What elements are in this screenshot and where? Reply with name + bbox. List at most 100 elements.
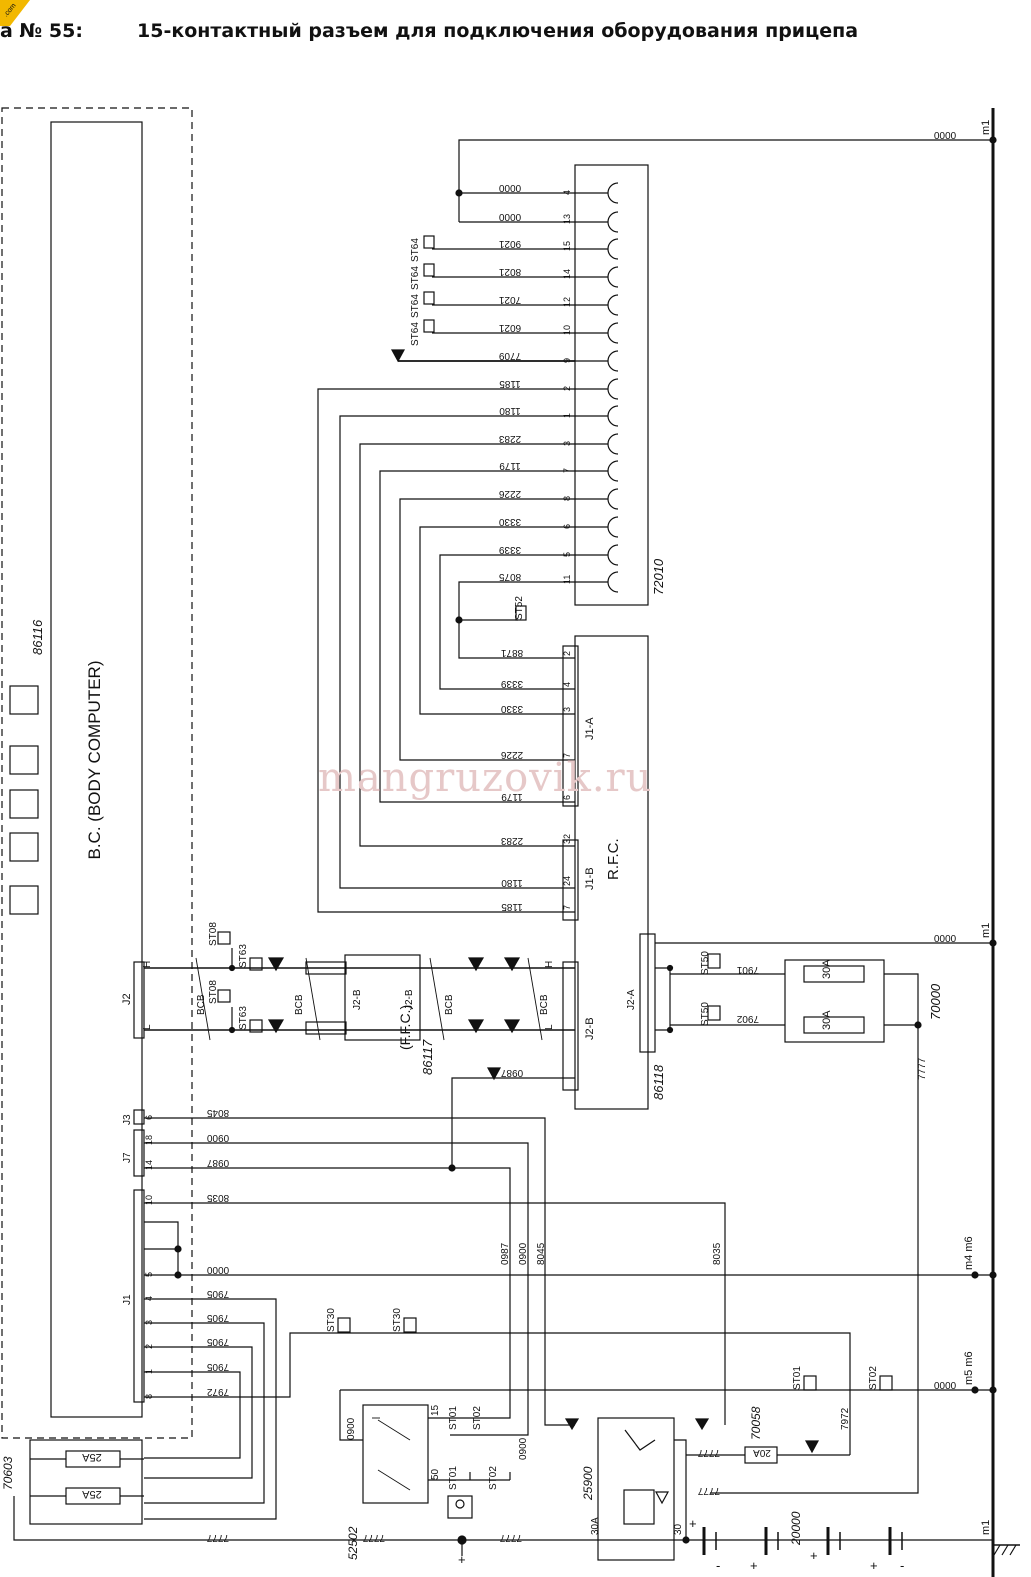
socket-contact <box>607 238 619 260</box>
bc-j1-label: J1 <box>122 1294 133 1305</box>
icon-panel-2 <box>9 745 39 775</box>
trailer-wire-label: 1185 <box>499 378 521 389</box>
figure-number: а № 55: <box>0 20 83 42</box>
rfc-j1a-connector <box>562 645 579 807</box>
icon-panel-1 <box>9 685 39 715</box>
socket-contact <box>607 378 619 400</box>
plus-sign-2: + <box>689 1516 697 1531</box>
relay-pin-30-label: 30 <box>673 1523 684 1535</box>
trailer-wire-label: 1180 <box>499 405 521 416</box>
ffc-j2b-left-label: J2-B <box>352 989 363 1010</box>
bc-j2-connector <box>133 961 145 1039</box>
bc-wire-label: 7905 <box>206 1336 229 1347</box>
socket-contact <box>607 488 619 510</box>
bcb-label-4: BCB <box>539 994 550 1015</box>
plus-sign-4: + <box>810 1548 818 1563</box>
trailer-wire-label: 0000 <box>498 211 521 222</box>
trailer-pin-label: 14 <box>562 269 572 279</box>
st30-label-2: ST30 <box>392 1308 403 1332</box>
rfc-box <box>574 635 649 1110</box>
bc-pin-label: 3 <box>144 1320 154 1325</box>
bc-pin-label: 14 <box>144 1160 154 1170</box>
bc-j3-label: J3 <box>122 1114 133 1125</box>
socket-contact <box>607 571 619 593</box>
rfc-j1b-pin-label: 7 <box>562 905 572 910</box>
wire-7777-label-2: 7777 <box>206 1532 229 1543</box>
icon-panel-4 <box>9 832 39 862</box>
trailer-wire-label: 2283 <box>498 433 521 444</box>
rfc-j1a-wire-label: 8871 <box>500 647 523 658</box>
trailer-pin-label: 3 <box>562 441 572 446</box>
fuse-25a-2-label: 25A <box>82 1488 102 1500</box>
rfc-j1a-wire-label: 1179 <box>501 791 523 802</box>
bc-j3-connector <box>133 1109 145 1125</box>
socket-contact <box>607 322 619 344</box>
socket-contact <box>607 182 619 204</box>
relay-pin-30a-label: 30A <box>590 1517 601 1535</box>
ignition-key-icon <box>447 1495 473 1519</box>
socket-contact <box>607 460 619 482</box>
wire-7777-label-4: 7777 <box>499 1532 522 1543</box>
wire-8045-vertical: 8045 <box>536 1242 547 1265</box>
fuse-30a-1-label: 30A <box>821 959 833 979</box>
ground-label-3: m4 m6 <box>963 1236 975 1270</box>
ground-wire-label: 0000 <box>933 932 956 943</box>
bc-wire-label: 0900 <box>206 1132 229 1143</box>
ignition-switch-box <box>362 1404 429 1504</box>
watermark: mangruzovik.ru <box>318 755 653 801</box>
st63-label-2: ST63 <box>238 1006 249 1030</box>
ground-label-5: m1 <box>980 1520 992 1535</box>
l-label-2: L <box>544 1024 555 1030</box>
bc-j1-connector <box>133 1189 145 1403</box>
bcb-label-1: BCB <box>196 994 207 1015</box>
ffc-label: (F.F.C.) <box>397 1005 413 1050</box>
fuse-20a-label: 20A <box>753 1447 771 1458</box>
relay-code: 25900 <box>581 1466 595 1501</box>
bc-pin-label: 2 <box>144 1344 154 1349</box>
body-computer-code: 86116 <box>30 619 45 655</box>
battery-code: 20000 <box>789 1511 803 1546</box>
fuse-30a-1 <box>803 965 865 983</box>
trailer-pin-label: 10 <box>562 325 572 335</box>
trailer-pin-label: 15 <box>562 241 572 251</box>
trailer-wire-label: 0000 <box>498 182 521 193</box>
fuse-single-code: 70058 <box>749 1406 763 1440</box>
socket-contact <box>607 405 619 427</box>
switch-pin-15-label: 15 <box>430 1404 441 1416</box>
trailer-wire-label: 3339 <box>498 544 521 555</box>
st02-label-1: ST02 <box>868 1366 879 1390</box>
bc-wire-label: 0987 <box>206 1157 229 1168</box>
trailer-pin-label: 13 <box>562 214 572 224</box>
trailer-wire-label: 9021 <box>498 238 521 249</box>
ground-wire-label: 0000 <box>933 1379 956 1390</box>
fuse-25a-1-label: 25A <box>82 1451 102 1463</box>
wire-0900-vertical: 0900 <box>518 1242 529 1265</box>
ffc-box <box>344 954 421 1041</box>
socket-contact <box>607 516 619 538</box>
body-computer-box <box>50 121 143 1418</box>
body-computer-label: B.C. (BODY COMPUTER) <box>85 661 104 860</box>
st50-label-1: ST50 <box>700 951 711 975</box>
wire-7902-label: 7902 <box>736 1013 759 1024</box>
st08-label-2: ST08 <box>208 980 219 1004</box>
bc-wire-label: 7905 <box>206 1312 229 1323</box>
bc-fuse-box-code: 70603 <box>1 1456 15 1490</box>
l-label-1: L <box>142 1024 153 1030</box>
rfc-code: 86118 <box>651 1064 666 1100</box>
st64-label-2: ST64 <box>410 266 421 290</box>
wire-7777-label-1: 7777 <box>917 1057 928 1080</box>
ignition-switch-code: 52502 <box>346 1526 360 1560</box>
ground-wire-label: 0000 <box>933 129 956 140</box>
switch-pin-50-label: 50 <box>430 1468 441 1480</box>
bc-wire-label: 7972 <box>206 1386 229 1397</box>
socket-contact <box>607 294 619 316</box>
st01-label-1: ST01 <box>792 1366 803 1390</box>
st64-label-1: ST64 <box>410 238 421 262</box>
bc-pin-label: 8 <box>144 1394 154 1399</box>
minus-sign-1: - <box>716 1558 720 1573</box>
trailer-pin-label: 5 <box>562 552 572 557</box>
trailer-wire-label: 2226 <box>498 488 521 499</box>
trailer-pin-label: 8 <box>562 496 572 501</box>
trailer-wire-label: 8075 <box>498 571 521 582</box>
